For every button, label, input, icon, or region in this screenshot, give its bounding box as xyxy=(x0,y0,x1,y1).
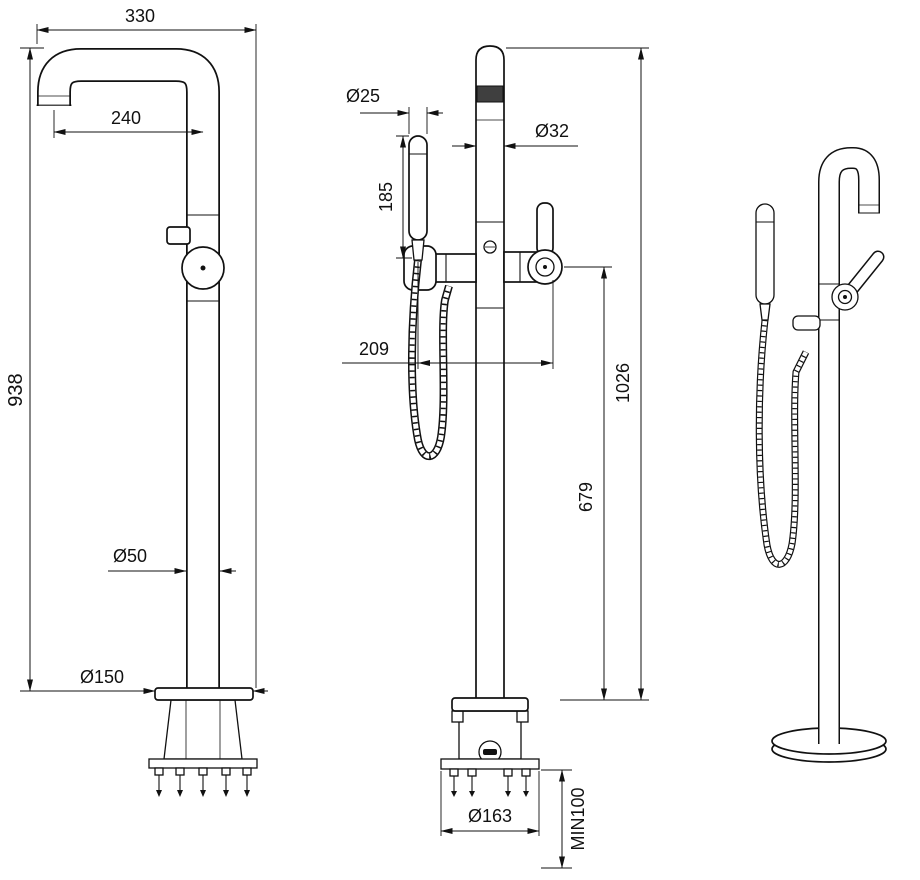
column-front xyxy=(475,45,505,701)
dim-base-plate-diameter: Ø163 xyxy=(468,806,512,826)
dim-overall-depth: 330 xyxy=(125,6,155,26)
mounting-studs-front xyxy=(449,768,531,797)
front-view-dimensions: Ø25 Ø32 185 209 1026 679 Ø163 MIN100 xyxy=(342,47,649,869)
mounting-plate-side xyxy=(148,758,258,769)
handshower-wand-front xyxy=(408,135,428,241)
handle-lever-front xyxy=(536,202,554,256)
ext-line xyxy=(440,771,540,836)
hose-connector-perspective xyxy=(759,303,771,321)
base-assembly-side xyxy=(148,687,258,797)
handshower-arm xyxy=(431,253,477,283)
dim-handshower-length: 185 xyxy=(376,182,396,212)
aerator-band xyxy=(476,85,504,103)
perspective-view xyxy=(755,147,887,763)
holder-bracket-perspective xyxy=(792,315,821,331)
side-view: 330 240 938 Ø50 Ø150 xyxy=(5,6,268,797)
body-lines-perspective xyxy=(818,283,840,321)
valve-center-dot xyxy=(200,265,206,271)
dim-handle-offset: 209 xyxy=(359,339,389,359)
dim-column-diameter-front: Ø32 xyxy=(535,121,569,141)
hose-connector-front xyxy=(411,239,425,261)
ext-line xyxy=(417,262,554,369)
mounting-plate-front xyxy=(440,758,540,770)
dim-min-recess: MIN100 xyxy=(568,787,588,850)
floor-flange-side xyxy=(154,687,254,701)
shower-hose-perspective xyxy=(755,319,810,568)
mounting-studs-side xyxy=(154,767,252,797)
handshower-wand-perspective xyxy=(755,203,775,305)
handle-perspective xyxy=(831,250,885,311)
side-view-faucet xyxy=(36,48,258,797)
dim-column-diameter-side: Ø50 xyxy=(113,546,147,566)
floor-flange-front xyxy=(451,697,529,712)
dim-overall-height: 1026 xyxy=(613,363,633,403)
spout-tube xyxy=(37,48,220,692)
mixer-body-lines xyxy=(476,221,504,309)
shower-hose-front xyxy=(408,259,453,461)
ext-line xyxy=(541,769,572,869)
spout-nozzle-lines xyxy=(36,95,72,106)
dim-handle-height: 679 xyxy=(576,482,596,512)
front-view: Ø25 Ø32 185 209 1026 679 Ø163 MIN100 xyxy=(342,45,649,869)
dim-spout-height: 938 xyxy=(5,373,27,406)
valve-body-lines xyxy=(186,214,220,302)
side-view-dimensions: 330 240 938 Ø50 Ø150 xyxy=(5,6,268,694)
dim-flange-diameter: Ø150 xyxy=(80,667,124,687)
temperature-lever-side xyxy=(166,226,191,245)
ext-line xyxy=(408,107,428,134)
dim-handshower-diameter: Ø25 xyxy=(346,86,380,106)
base-assembly-front xyxy=(440,697,540,797)
front-view-faucet xyxy=(403,45,563,797)
dim-spout-reach: 240 xyxy=(111,108,141,128)
